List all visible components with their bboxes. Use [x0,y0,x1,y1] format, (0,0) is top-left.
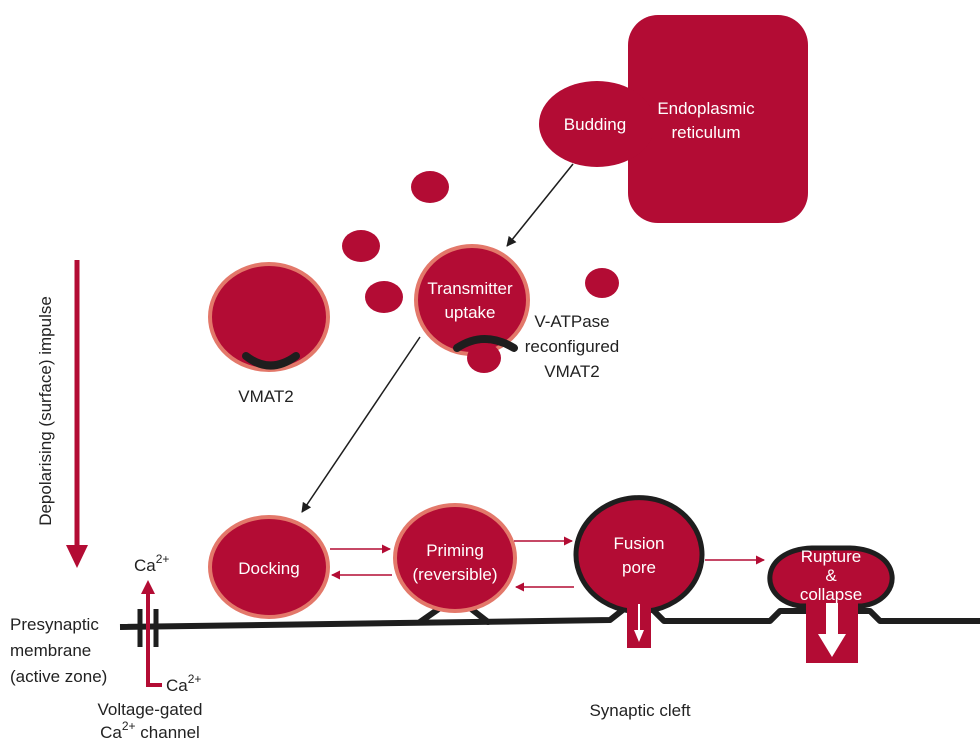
priming-label-line1: Priming [426,541,484,560]
small-vesicle [585,268,619,298]
docking-vesicle [208,515,330,619]
channel-label-line2: Ca2+ channel [100,719,200,742]
budding-vesicle [539,81,655,167]
small-vesicle [467,343,501,373]
er-label-line2: reticulum [672,123,741,142]
uptake-label-line2: uptake [444,303,495,322]
rupture-vesicle [767,545,895,609]
fusion-label-line2: pore [622,558,656,577]
vmat2-label: VMAT2 [238,387,293,406]
small-vesicle [411,171,449,203]
rupture-release-arrow [826,603,838,635]
priming-vesicle [393,503,517,613]
vatpase-label-line3: VMAT2 [544,362,599,381]
uptake-to-docking-arrow [301,336,421,513]
endoplasmic-reticulum [628,15,808,223]
channel-label-line1: Voltage-gated [98,700,203,719]
rupture-label-line1: Rupture [801,547,861,566]
vatpase-label-line2: reconfigured [525,337,620,356]
membrane-label-line2: membrane [10,641,91,660]
uptake-label-line1: Transmitter [427,279,513,298]
calcium-flow-arrow-head [141,580,155,594]
presynaptic-membrane [119,606,980,630]
membrane-label-line3: (active zone) [10,667,107,686]
calcium-ion-bottom: Ca2+ [166,672,201,695]
docking-label: Docking [238,559,299,578]
vatpase-transporter [453,335,518,352]
impulse-label: Depolarising (surface) impulse [36,296,55,526]
vatpase-label-line1: V-ATPase [534,312,609,331]
budding-to-uptake-arrow [506,163,574,247]
calcium-ion-top: Ca2+ [134,552,169,575]
budding-label: Budding [564,115,626,134]
rupture-label-line3: collapse [800,585,862,604]
membrane-label-line1: Presynaptic [10,615,99,634]
vmat2-vesicle [208,262,330,372]
fusion-pore-vesicle [573,495,705,614]
rupture-label-line2: & [825,566,837,585]
rupture-release-arrow-head [818,634,846,657]
small-vesicle [365,281,403,313]
er-label-line1: Endoplasmic [657,99,755,118]
synaptic-cleft-label: Synaptic cleft [589,701,690,720]
impulse-arrow-head [66,545,88,568]
calcium-flow-arrow [146,592,162,687]
fusion-release-arrow-head [634,630,644,642]
priming-label-line2: (reversible) [412,565,497,584]
vmat2-transporter [242,352,300,370]
small-vesicle [342,230,380,262]
fusion-label-line1: Fusion [613,534,664,553]
